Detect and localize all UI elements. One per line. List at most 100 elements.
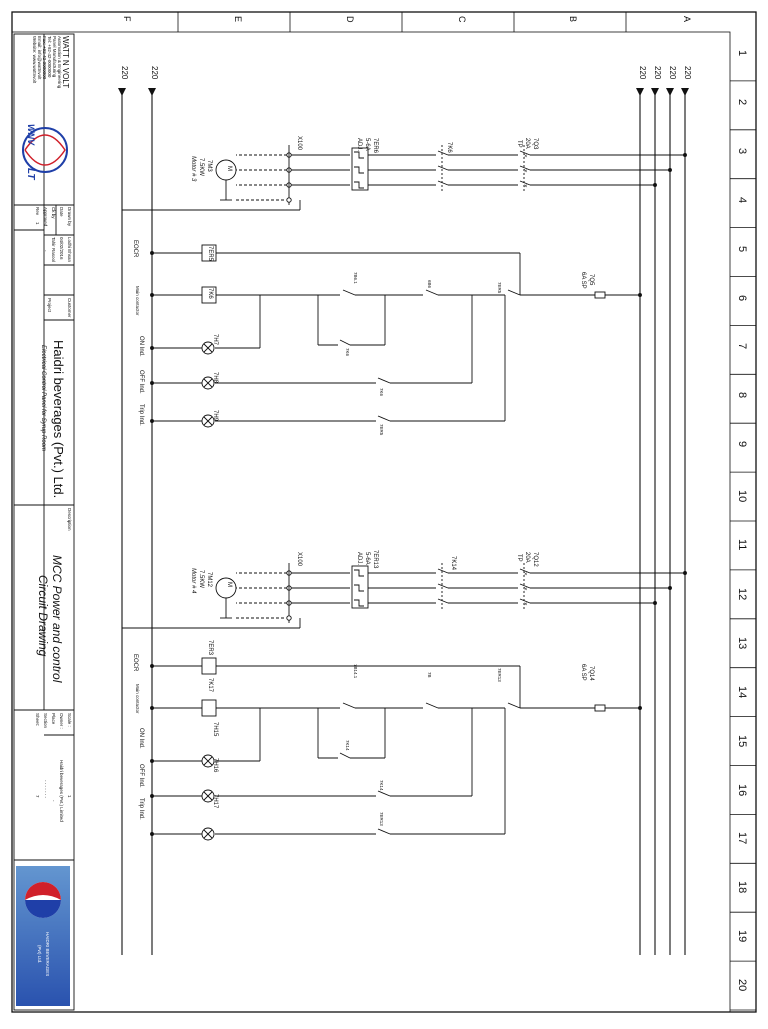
contactor-contact <box>437 165 449 171</box>
aux-contact <box>377 377 391 384</box>
row-number: 4 <box>736 196 748 203</box>
fuse-tag: 7Q14 <box>588 666 594 681</box>
row-number: 20 <box>736 979 748 992</box>
row-dividers <box>730 80 756 1011</box>
section-value: - - - - - - - <box>43 780 48 798</box>
overload-relay <box>351 147 369 191</box>
date-label: Date <box>59 207 64 217</box>
bus-label: 220 <box>150 66 159 80</box>
junction-dot <box>150 706 154 710</box>
breaker-tag: 7Q12 <box>532 552 538 567</box>
junction-dot <box>668 168 672 172</box>
breaker-mark: × <box>524 154 528 160</box>
title-block-frame <box>13 33 75 1011</box>
terminal <box>286 615 292 621</box>
stop-pushbutton-tag: 7B14.1 <box>353 664 358 679</box>
logo-subtext: LT <box>25 168 36 180</box>
trip-indicator-tag: 7H9 <box>212 410 218 422</box>
relay-adj: ADJ. <box>356 552 362 566</box>
relay-element <box>354 166 364 174</box>
contactor-contact <box>437 583 449 589</box>
junction-dot <box>653 183 657 187</box>
row-number: 14 <box>736 685 748 698</box>
circuit-1: ××× <box>122 145 687 428</box>
company-address-line: Email: info@wattnvolt <box>37 36 42 80</box>
relay-contact-tag: 7ER5 <box>497 282 502 294</box>
aux-contact <box>377 828 391 835</box>
terminal <box>286 197 292 203</box>
company-address-line: Fax: +92-42-0000000 <box>42 36 47 80</box>
approved-label: Approved <box>43 207 48 227</box>
main-contactor-label: Main contactor <box>135 286 140 316</box>
eocr-tag: 7ER3 <box>207 640 213 656</box>
sheet-value: 7 <box>35 795 40 798</box>
breaker-rating: 20A <box>524 552 530 563</box>
on-indicator-tag: 7H7 <box>212 334 218 346</box>
contactor-coil <box>201 699 217 717</box>
relay-range: 5-6A <box>364 552 370 565</box>
row-number: 10 <box>736 490 748 503</box>
junction-dot <box>150 794 154 798</box>
contactor-contact <box>437 568 449 574</box>
relay-adj: ADJ. <box>356 138 362 152</box>
junction-dot <box>638 706 642 710</box>
breaker-type: TP <box>516 554 522 562</box>
eocr-label: EOCR <box>132 654 138 672</box>
motor-power: 7.5KW <box>198 570 204 589</box>
description-line-2: Circuit Drawing <box>36 575 50 657</box>
fuse-rating: 6A SP <box>580 664 586 681</box>
junction-dot <box>150 251 154 255</box>
motor-name: Motor # 4 <box>190 568 196 594</box>
row-number: 1 <box>736 50 748 57</box>
row-number: 18 <box>736 881 748 894</box>
aux-contact-trip-tag: 7ER13 <box>379 812 384 826</box>
column-letter-f: F <box>122 16 132 22</box>
trip-indicator-label: Trip Ind. <box>138 798 144 820</box>
relay-contact <box>507 289 521 296</box>
breaker-contact <box>519 165 531 171</box>
breaker-contact <box>519 150 531 156</box>
junction-dot <box>683 153 687 157</box>
lamp-cross <box>203 378 213 388</box>
row-number: 6 <box>736 294 748 301</box>
fuse-rating: 6A SP <box>580 272 586 289</box>
trip-indicator-tag: 7H17 <box>212 794 218 809</box>
junction-dot <box>638 293 642 297</box>
bus-lines <box>121 88 686 955</box>
company-address-line: Panel Manufacturing <box>52 36 57 78</box>
motor-tag: 7M3 <box>206 160 212 172</box>
junction-dot <box>150 419 154 423</box>
row-number: 2 <box>736 98 748 106</box>
stop-pushbutton <box>342 702 356 709</box>
company-address-line: Automation & Engineering <box>57 36 62 89</box>
owner-label: Owner : <box>59 713 64 729</box>
sheet-label: Sheet: <box>35 713 40 727</box>
aux-contact <box>377 790 391 797</box>
company-address-line: Website: www.wattnvolt <box>32 36 37 84</box>
main-contactor-tag: 7K6 <box>207 288 213 299</box>
relay-element <box>354 569 364 577</box>
motor-name: Motor # 3 <box>190 156 196 182</box>
aux-contact-off-tag: 7K6 <box>379 388 384 397</box>
lamp-cross <box>203 829 213 839</box>
junction-dot <box>150 832 154 836</box>
start-pushbutton <box>425 702 439 709</box>
breaker-mark: × <box>524 587 528 593</box>
breaker-tag: 7Q3 <box>532 138 538 150</box>
contactor-contact <box>437 598 449 604</box>
outer-border <box>11 11 757 1013</box>
row-number: 3 <box>736 147 748 154</box>
on-indicator-label: ON Ind. <box>138 728 144 749</box>
off-indicator-label: OFF Ind. <box>138 370 144 394</box>
control-fuse <box>594 291 606 299</box>
description-line-1: MCC Power and control <box>50 555 64 683</box>
breaker-mark: × <box>524 184 528 190</box>
relay-contact <box>507 702 521 709</box>
bus-label: 220 <box>683 66 692 80</box>
logo-text: WNV <box>26 124 36 145</box>
lamp-cross <box>203 756 213 766</box>
aux-contact-off-tag: 7K14 <box>379 780 384 791</box>
motor-tag: 7M12 <box>206 572 212 588</box>
bus-label: 220 <box>120 66 129 80</box>
row-number: 9 <box>736 441 748 448</box>
